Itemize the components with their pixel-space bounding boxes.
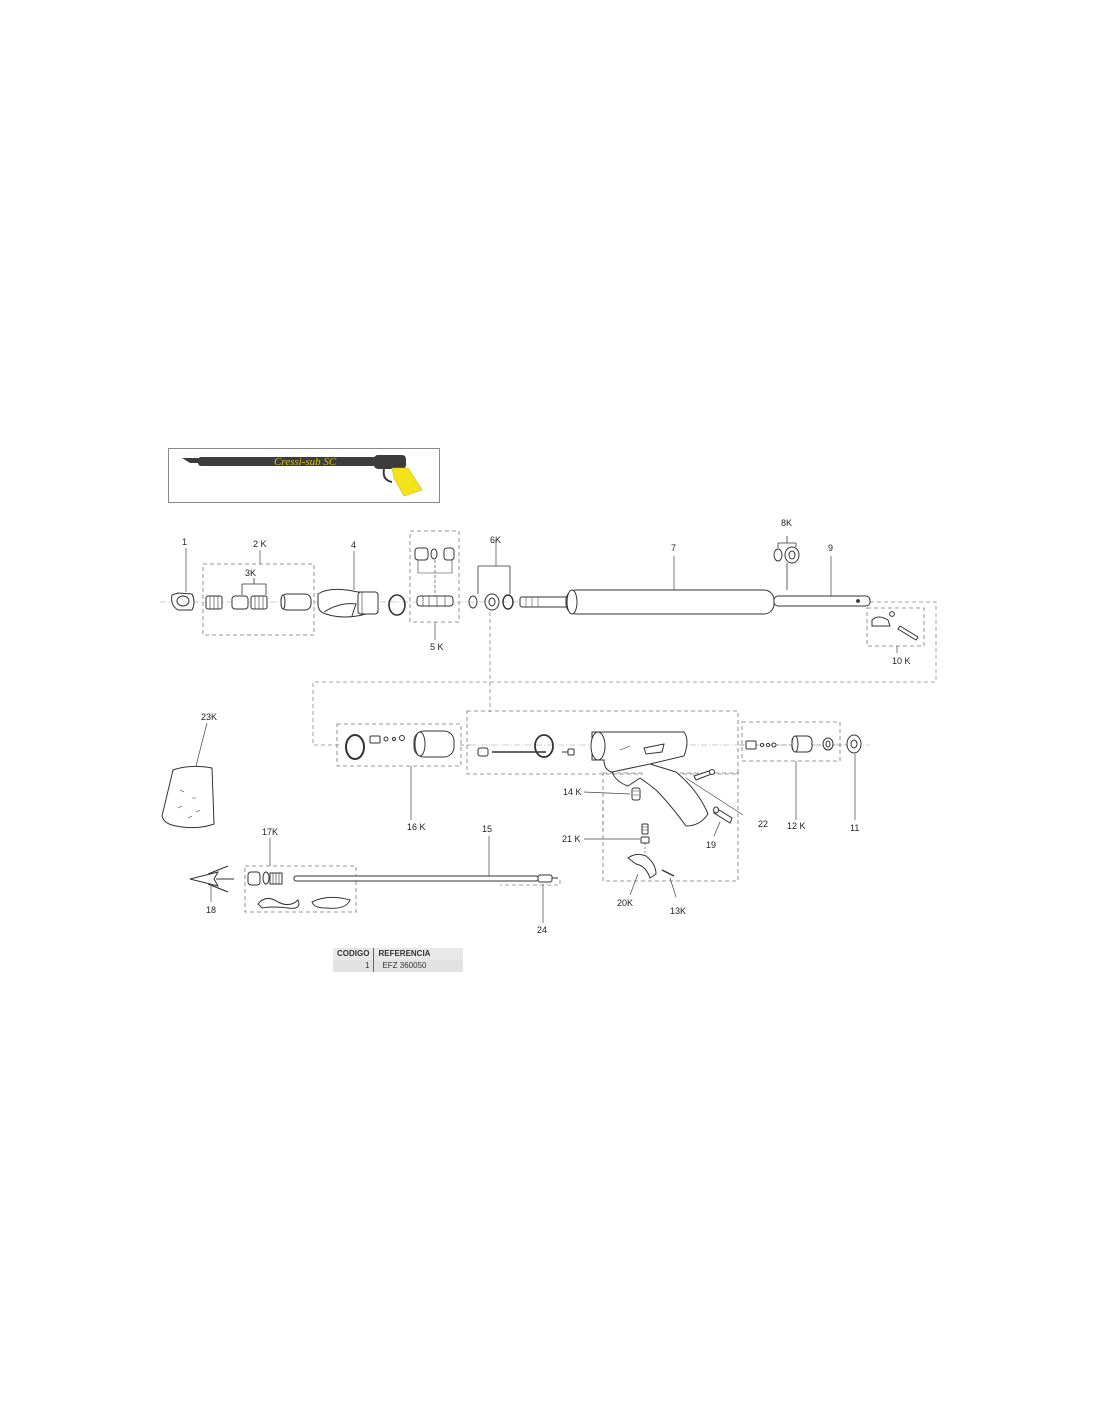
- group-box-trigger: [466, 710, 739, 775]
- part-2k-head: [205, 593, 312, 611]
- part-10k-pin: [871, 611, 919, 641]
- group-box-17k: [244, 865, 357, 913]
- label-6k: 6K: [490, 535, 501, 545]
- label-12k: 12 K: [787, 821, 806, 831]
- part-8k-nut: [773, 536, 800, 590]
- label-16k: 16 K: [407, 822, 426, 832]
- label-19: 19: [706, 840, 716, 850]
- leader-lines: [185, 540, 898, 923]
- group-box-5k: [409, 530, 460, 623]
- part-labels: 1 2 K 3K 4 5 K 6K 7 8K 9 10 K 23K 16 K 1…: [182, 518, 911, 935]
- label-21k: 21 K: [562, 834, 581, 844]
- part-23k-bag: [161, 765, 215, 829]
- part-15-shaft: [293, 874, 558, 883]
- label-1: 1: [182, 537, 187, 547]
- part-18-tip: [189, 865, 234, 893]
- label-14k: 14 K: [563, 787, 582, 797]
- bracket-3k: [241, 578, 267, 595]
- speargun-photo: Cressi-sub SC: [182, 455, 423, 497]
- label-7: 7: [671, 543, 676, 553]
- part-11-end-cap: [846, 734, 862, 754]
- part-7-barrel: [519, 589, 775, 615]
- product-photo: Cressi-sub SC: [168, 448, 440, 503]
- label-13k: 13K: [670, 906, 686, 916]
- part-9-inner-tube: [773, 595, 871, 607]
- part-14k-spring: [631, 787, 641, 801]
- part-4-guide-head: [317, 588, 379, 618]
- group-box-12k: [741, 721, 841, 762]
- part-6k-seals: [468, 565, 514, 611]
- part-19-pin: [713, 806, 733, 824]
- reference-table-header: CODIGO REFERENCIA: [333, 948, 463, 960]
- parts-row-1: [171, 536, 919, 641]
- header-referencia: REFERENCIA: [373, 948, 463, 960]
- group-boxes: [202, 530, 925, 913]
- label-9: 9: [828, 543, 833, 553]
- group-box-13k: [602, 772, 739, 882]
- parts-row-3: [189, 865, 558, 909]
- parts-row-2: [161, 730, 862, 879]
- reference-table: CODIGO REFERENCIA 1 EFZ 360050: [333, 948, 463, 972]
- label-20k: 20K: [617, 898, 633, 908]
- cell-codigo: 1: [333, 960, 375, 972]
- part-handle: [590, 731, 709, 827]
- cell-referencia: EFZ 360050: [373, 960, 463, 972]
- part-1-muzzle-cap: [171, 592, 195, 611]
- label-22: 22: [758, 819, 768, 829]
- label-5k: 5 K: [430, 642, 444, 652]
- part-16k-piston: [345, 730, 455, 760]
- label-3k: 3K: [245, 568, 256, 578]
- part-21k-screw: [640, 823, 650, 856]
- brand-text: Cressi-sub SC: [274, 456, 337, 468]
- part-12k-rear: [745, 735, 834, 753]
- label-11: 11: [850, 823, 859, 833]
- label-10k: 10 K: [892, 656, 911, 666]
- header-codigo: CODIGO: [333, 948, 375, 960]
- label-8k: 8K: [781, 518, 792, 528]
- part-sear-rod: [477, 734, 575, 758]
- part-o-ring-a: [388, 594, 406, 616]
- part-5k-valve: [414, 547, 455, 607]
- label-4: 4: [351, 540, 356, 550]
- label-24: 24: [537, 925, 547, 935]
- label-18: 18: [206, 905, 216, 915]
- part-13k-pin: [661, 869, 675, 877]
- label-17k: 17K: [262, 827, 278, 837]
- part-20k-trigger: [627, 853, 657, 879]
- table-row: 1 EFZ 360050: [333, 960, 463, 972]
- label-23k: 23K: [201, 712, 217, 722]
- label-15: 15: [482, 824, 492, 834]
- group-box-16k: [336, 723, 462, 767]
- part-22-lever: [693, 769, 715, 781]
- label-2k: 2 K: [253, 539, 267, 549]
- part-17k-tip-parts: [247, 871, 351, 909]
- group-box-10k: [866, 607, 925, 647]
- axis-lines: [160, 601, 870, 746]
